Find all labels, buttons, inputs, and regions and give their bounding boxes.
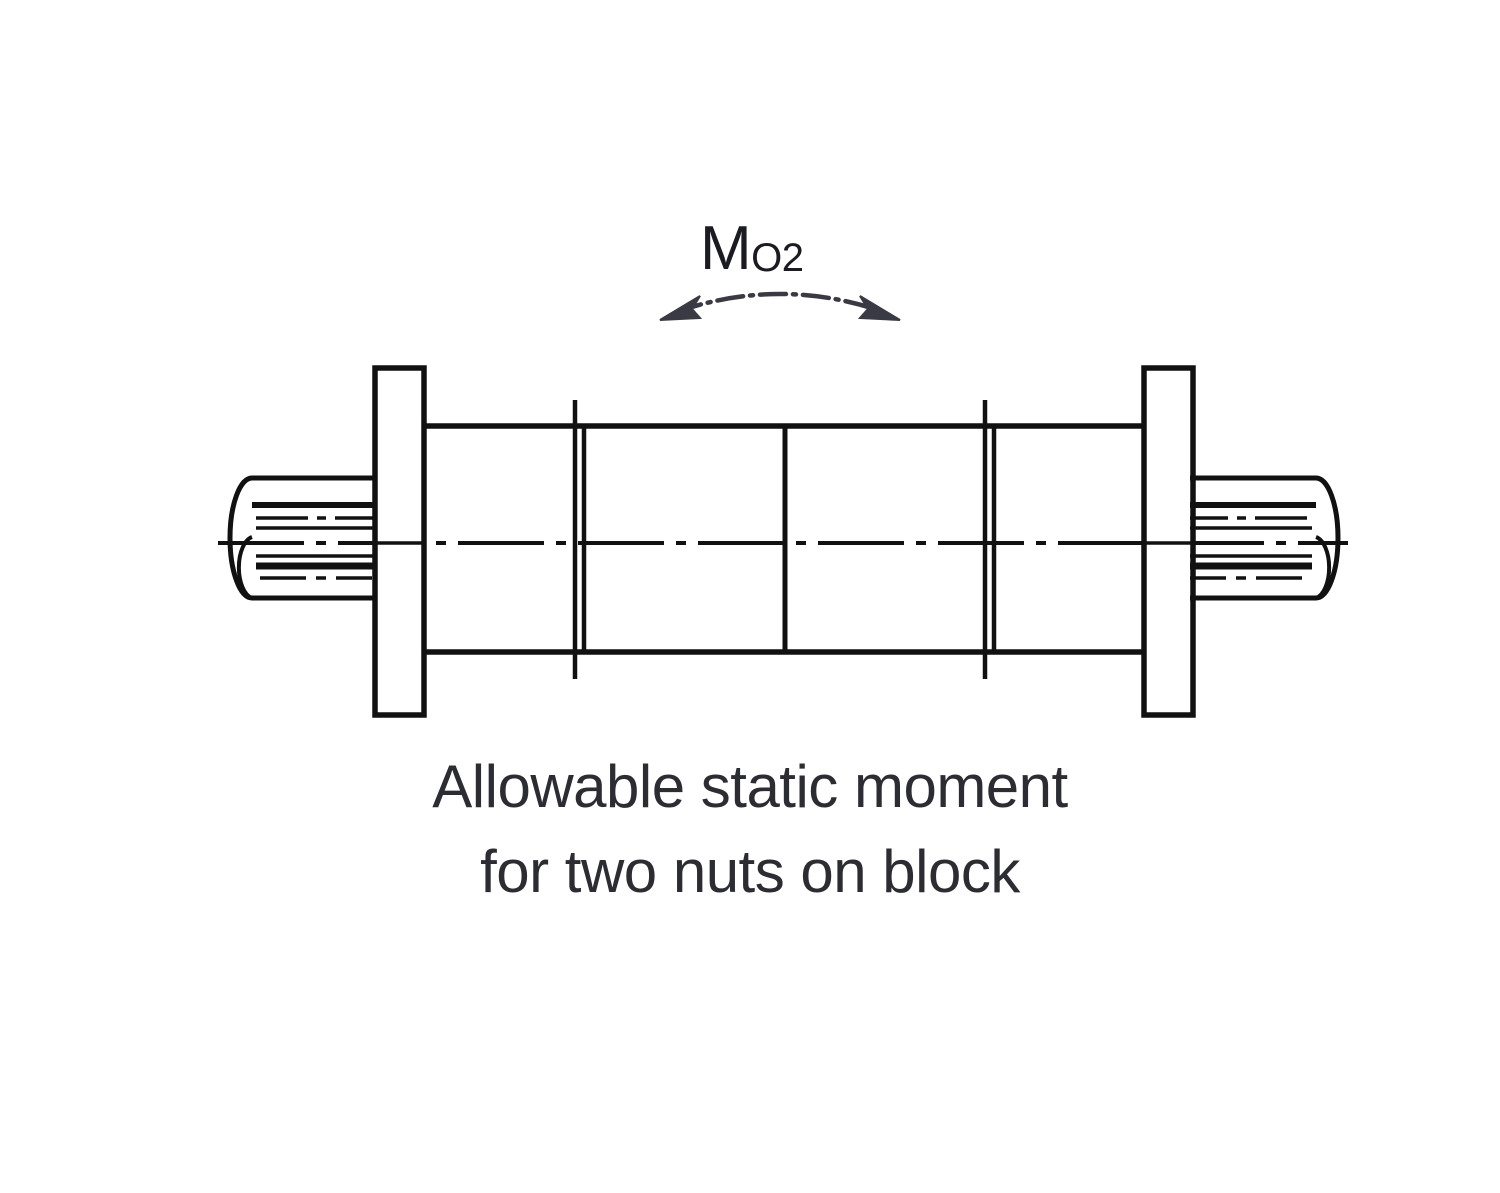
moment-symbol-label: MO2 bbox=[700, 218, 804, 280]
left-nut-flange bbox=[372, 365, 427, 718]
left-shaft-end-cap-outer bbox=[227, 475, 253, 601]
right-shaft-end-cap-outer bbox=[1315, 475, 1341, 601]
caption-line-2: for two nuts on block bbox=[480, 838, 1020, 905]
moment-arc-path bbox=[673, 291, 887, 315]
right-nut-flange bbox=[1141, 365, 1196, 718]
left-shaft-end-cap-inner bbox=[236, 535, 253, 600]
twin-nut-body bbox=[422, 400, 1146, 679]
moment-arc-arrow-icon bbox=[659, 291, 901, 321]
right-shaft-end-cap-inner bbox=[1315, 535, 1332, 600]
right-screw-shaft-end bbox=[1190, 475, 1341, 601]
moment-symbol-main: M bbox=[700, 214, 752, 283]
moment-arrow-head-right bbox=[857, 295, 901, 321]
caption-line-1: Allowable static moment bbox=[432, 753, 1068, 820]
moment-symbol-subscript: O2 bbox=[751, 236, 804, 280]
left-screw-shaft-end bbox=[227, 475, 378, 601]
moment-arrow-head-left bbox=[659, 295, 703, 321]
